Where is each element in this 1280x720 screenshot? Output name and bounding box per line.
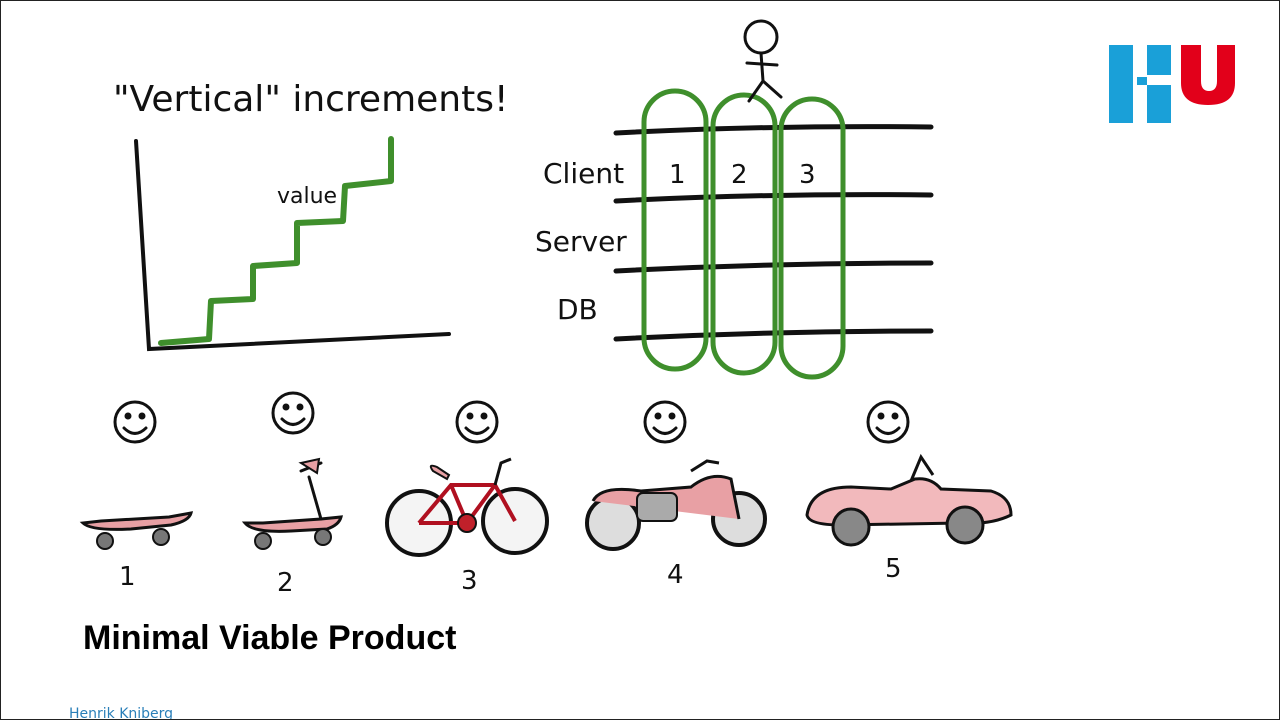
vehicle-number-2: 2 [277,568,294,598]
layer-label-server: Server [535,225,627,258]
slide-title: Minimal Viable Product [83,619,457,657]
value-staircase-chart: value [134,136,451,352]
slice-loop-3 [778,96,846,380]
layer-label-client: Client [543,157,624,190]
slice-loop-1 [641,88,709,372]
bicycle-icon [385,457,549,557]
vehicle-number-3: 3 [461,566,478,596]
slice-number-2: 2 [731,160,748,190]
smiley-icon-3 [455,400,499,444]
smiley-icon-1 [113,400,157,444]
chart-axes [134,139,451,352]
value-step-line [158,136,394,346]
layer-line [613,260,934,274]
scooter-icon [241,457,343,550]
car-icon [805,453,1013,547]
smiley-faces [113,391,910,444]
value-label: value [277,184,337,209]
layer-label-db: DB [557,293,598,326]
author-credit: Henrik Kniberg [69,706,174,720]
heading: "Vertical" increments! [113,79,508,120]
layer-line [613,192,934,204]
skateboard-icon [79,511,194,550]
slice-number-1: 1 [669,160,686,190]
smiley-icon-4 [643,400,687,444]
vehicle-number-5: 5 [885,554,902,584]
smiley-icon-5 [866,400,910,444]
smiley-icon-2 [271,391,315,435]
slice-number-3: 3 [799,160,816,190]
vehicle-number-1: 1 [119,562,136,592]
vehicle-number-4: 4 [667,560,684,590]
motorcycle-icon [585,459,767,551]
stick-figure-icon [743,19,783,103]
layer-line [613,124,934,136]
hhu-logo [1109,45,1235,123]
slice-loop-2 [710,92,778,376]
layer-line [613,328,934,342]
architecture-layers: Client Server DB 1 2 3 [535,19,934,380]
